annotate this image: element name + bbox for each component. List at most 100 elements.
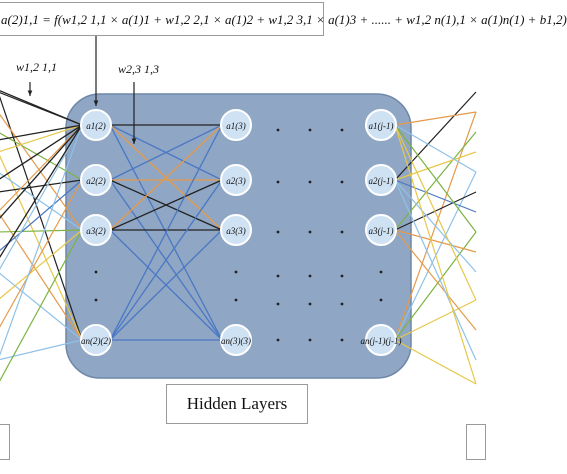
input-edge [0, 179, 83, 328]
input-edge-black [0, 124, 83, 141]
layer2-node-2 [80, 164, 112, 196]
output-edge [394, 229, 477, 331]
input-edge [0, 124, 83, 152]
input-edge-black [0, 124, 83, 180]
ellipsis-dot [340, 274, 344, 278]
ellipsis-dots [94, 128, 383, 342]
layer2-node-3 [80, 214, 112, 246]
layer2-node-4-label: an(2)(2) [81, 336, 111, 346]
layer3-node-4-label: an(3)(3) [221, 336, 251, 346]
ellipsis-dot [234, 298, 238, 302]
output-edge [394, 124, 477, 385]
weight-label-1: w1,2 1,1 [16, 60, 58, 74]
layerj-node-1 [365, 109, 397, 141]
layerj-node-4 [365, 324, 397, 356]
output-edge [394, 124, 477, 233]
input-edge [0, 229, 83, 382]
ellipsis-dot [276, 274, 280, 278]
layer3-node-1-label: a1(3) [226, 121, 246, 131]
input-edge [0, 113, 83, 231]
hidden-layers-label-box: Hidden Layers [166, 384, 308, 424]
hidden-edge [109, 124, 223, 181]
ellipsis-dot [340, 338, 344, 342]
layerj-node-1-label: a1(j-1) [369, 121, 394, 131]
weight-label-2: w2,3 1,3 [118, 62, 160, 76]
ellipsis-dot [308, 302, 312, 306]
neural-network-diagram: a1(2) a2(2) a3(2) an(2)(2) a1(3) a2(3) a3(3) an… [0, 36, 477, 385]
weight-arrow-2-head [131, 138, 137, 144]
layer3-node-4 [220, 324, 252, 356]
input-edge-black [0, 90, 83, 126]
input-edge [0, 339, 83, 361]
layer3-node-2-label: a2(3) [226, 176, 246, 186]
input-edge [0, 124, 83, 211]
layer3-node-3-label: a3(3) [226, 226, 246, 236]
layer3-node-3 [220, 214, 252, 246]
ellipsis-dot [308, 230, 312, 234]
ellipsis-dot [340, 302, 344, 306]
ellipsis-dot [308, 338, 312, 342]
ellipsis-dot [340, 230, 344, 234]
output-edge [394, 231, 477, 341]
hidden-edge [109, 124, 223, 231]
weight-arrow-1-head [27, 90, 33, 96]
output-edge [394, 229, 477, 253]
ellipsis-dot [379, 298, 383, 302]
ellipsis-dot [234, 270, 238, 274]
output-edge [394, 124, 477, 173]
right-edge-box [466, 424, 486, 460]
input-edge [0, 172, 83, 231]
layerj-node-2 [365, 164, 397, 196]
output-edge [394, 91, 477, 181]
layer3-node-2 [220, 164, 252, 196]
formula-arrow-head [93, 100, 99, 106]
output-edge [394, 191, 477, 231]
output-edge [394, 179, 477, 273]
layer2-node-1-label: a1(2) [86, 121, 106, 131]
ellipsis-dot [308, 180, 312, 184]
layerj-node-4-label: an(j-1)(j-1) [361, 336, 402, 346]
ellipsis-dot [340, 128, 344, 132]
ellipsis-dot [340, 180, 344, 184]
ellipsis-dot [379, 270, 383, 274]
formula-box: a(2)1,1 = f(w1,2 1,1 × a(1)1 + w1,2 2,1 … [0, 2, 567, 36]
output-edge [394, 151, 477, 181]
formula-text: a(2)1,1 = f(w1,2 1,1 × a(1)1 + w1,2 2,1 … [1, 12, 567, 27]
layer2-node-3-label: a3(2) [86, 226, 106, 236]
hidden-layers-label: Hidden Layers [186, 394, 288, 413]
left-edge-box [0, 424, 10, 460]
input-edge [0, 179, 83, 252]
output-edge [394, 339, 477, 385]
output-edge [394, 179, 477, 361]
hidden-edge [109, 229, 223, 341]
ellipsis-dot [276, 302, 280, 306]
input-edge-black [0, 124, 83, 219]
layer2-node-2-label: a2(2) [86, 176, 106, 186]
input-edge-black [0, 124, 83, 259]
ellipsis-dot [308, 128, 312, 132]
ellipsis-dot [276, 230, 280, 234]
hidden-edge [109, 179, 223, 341]
layer2-node-4 [80, 324, 112, 356]
layer3-node-1 [220, 109, 252, 141]
output-edge [394, 299, 477, 341]
ellipsis-dot [308, 274, 312, 278]
output-edge [394, 179, 477, 213]
layerj-node-3 [365, 214, 397, 246]
input-edge [0, 124, 83, 270]
weight-arrows [27, 36, 137, 144]
ellipsis-dot [94, 270, 98, 274]
layerj-node-3-label: a3(j-1) [369, 226, 394, 236]
input-edge [0, 155, 83, 341]
ellipsis-dot [94, 298, 98, 302]
input-edge [0, 229, 83, 300]
input-edge [0, 124, 83, 357]
output-edge [394, 124, 477, 301]
hidden-edge [109, 179, 223, 231]
neuron-nodes: a1(2) a2(2) a3(2) an(2)(2) a1(3) a2(3) a3(3) an… [80, 109, 402, 356]
output-edge [394, 111, 477, 126]
ellipsis-dot [276, 338, 280, 342]
layerj-node-2-label: a2(j-1) [369, 176, 394, 186]
input-edge [0, 179, 83, 193]
connection-edges [0, 90, 477, 385]
